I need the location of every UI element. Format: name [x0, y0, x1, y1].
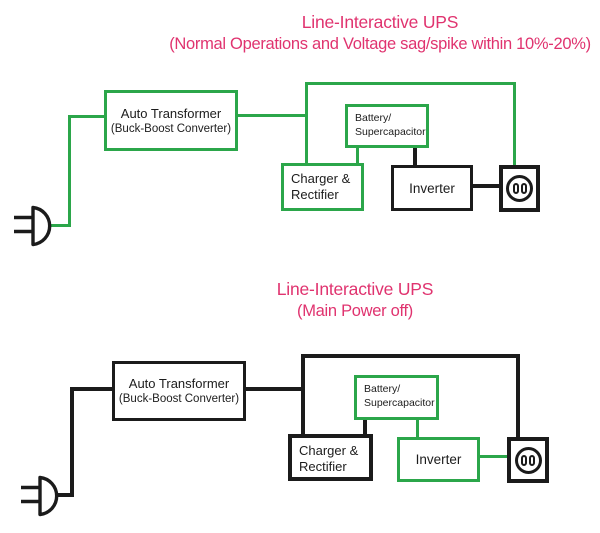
auto-transformer-label: Auto Transformer — [128, 376, 230, 391]
inverter-box: Inverter — [397, 437, 480, 482]
wire-junction-to-charger — [305, 82, 308, 164]
wire-battery-to-inverter — [413, 146, 417, 166]
diagram-subtitle: (Normal Operations and Voltage sag/spike… — [169, 35, 591, 53]
diagram-subtitle: (Main Power off) — [297, 302, 413, 320]
power-outlet-icon — [514, 446, 542, 474]
auto-transformer-label: Auto Transformer — [120, 105, 222, 121]
battery-label-line1: Battery/ — [355, 112, 392, 124]
battery-label-line1: Battery/ — [364, 383, 401, 395]
wire-transformer-to-junction — [246, 387, 305, 391]
outlet-slot — [520, 183, 527, 194]
outlet-slot — [512, 183, 519, 194]
charger-label-line2: Rectifier — [299, 459, 347, 474]
diagram-title-block: Line-Interactive UPS (Main Power off) — [150, 278, 560, 322]
power-plug-icon — [21, 475, 59, 517]
output-socket-box — [499, 165, 540, 212]
charger-label-line1: Charger & — [299, 443, 359, 458]
charger-label-line1: Charger & — [291, 171, 351, 186]
wire-bypass-to-outlet — [516, 354, 520, 439]
charger-rectifier-box: Charger & Rectifier — [281, 163, 364, 211]
battery-label-line2: Supercapacitor — [355, 125, 426, 138]
wire-junction-to-charger — [301, 354, 305, 436]
auto-transformer-sublabel: (Buck-Boost Converter) — [118, 393, 240, 405]
diagram-title: Line-Interactive UPS — [301, 12, 459, 32]
auto-transformer-sublabel: (Buck-Boost Converter) — [110, 122, 232, 135]
power-outlet-icon — [506, 175, 533, 202]
wire-bypass-bus — [305, 82, 516, 85]
battery-box: Battery/ Supercapacitor — [354, 375, 439, 420]
inverter-label: Inverter — [409, 180, 455, 196]
power-plug-icon — [14, 205, 52, 247]
wire-input-riser — [70, 387, 74, 497]
auto-transformer-box: Auto Transformer (Buck-Boost Converter) — [112, 361, 246, 421]
wire-inverter-to-outlet — [480, 455, 508, 458]
wire-inverter-to-outlet — [472, 184, 501, 188]
charger-label-line2: Rectifier — [291, 187, 339, 202]
battery-label-line2: Supercapacitor — [364, 396, 435, 409]
wire-input-riser — [68, 115, 71, 227]
charger-rectifier-box: Charger & Rectifier — [288, 434, 373, 481]
outlet-slot — [521, 454, 527, 466]
wire-bypass-to-outlet — [513, 82, 516, 166]
wire-corner-to-transformer — [70, 387, 112, 391]
diagram-title: Line-Interactive UPS — [276, 279, 434, 299]
wire-bypass-bus — [301, 354, 520, 358]
wire-battery-to-charger — [363, 418, 367, 436]
output-socket-box — [507, 437, 549, 483]
diagram-title-block: Line-Interactive UPS (Normal Operations … — [150, 11, 600, 55]
wire-plug-to-corner — [56, 493, 74, 497]
wire-corner-to-transformer — [68, 115, 104, 118]
wire-battery-to-inverter — [416, 418, 419, 439]
wire-plug-to-corner — [49, 224, 71, 227]
inverter-box: Inverter — [391, 165, 473, 211]
auto-transformer-box: Auto Transformer (Buck-Boost Converter) — [104, 90, 238, 151]
battery-box: Battery/ Supercapacitor — [345, 104, 429, 148]
wire-battery-to-charger — [356, 146, 359, 164]
inverter-label: Inverter — [415, 452, 462, 467]
outlet-slot — [529, 454, 535, 466]
wire-transformer-to-junction — [238, 114, 308, 117]
